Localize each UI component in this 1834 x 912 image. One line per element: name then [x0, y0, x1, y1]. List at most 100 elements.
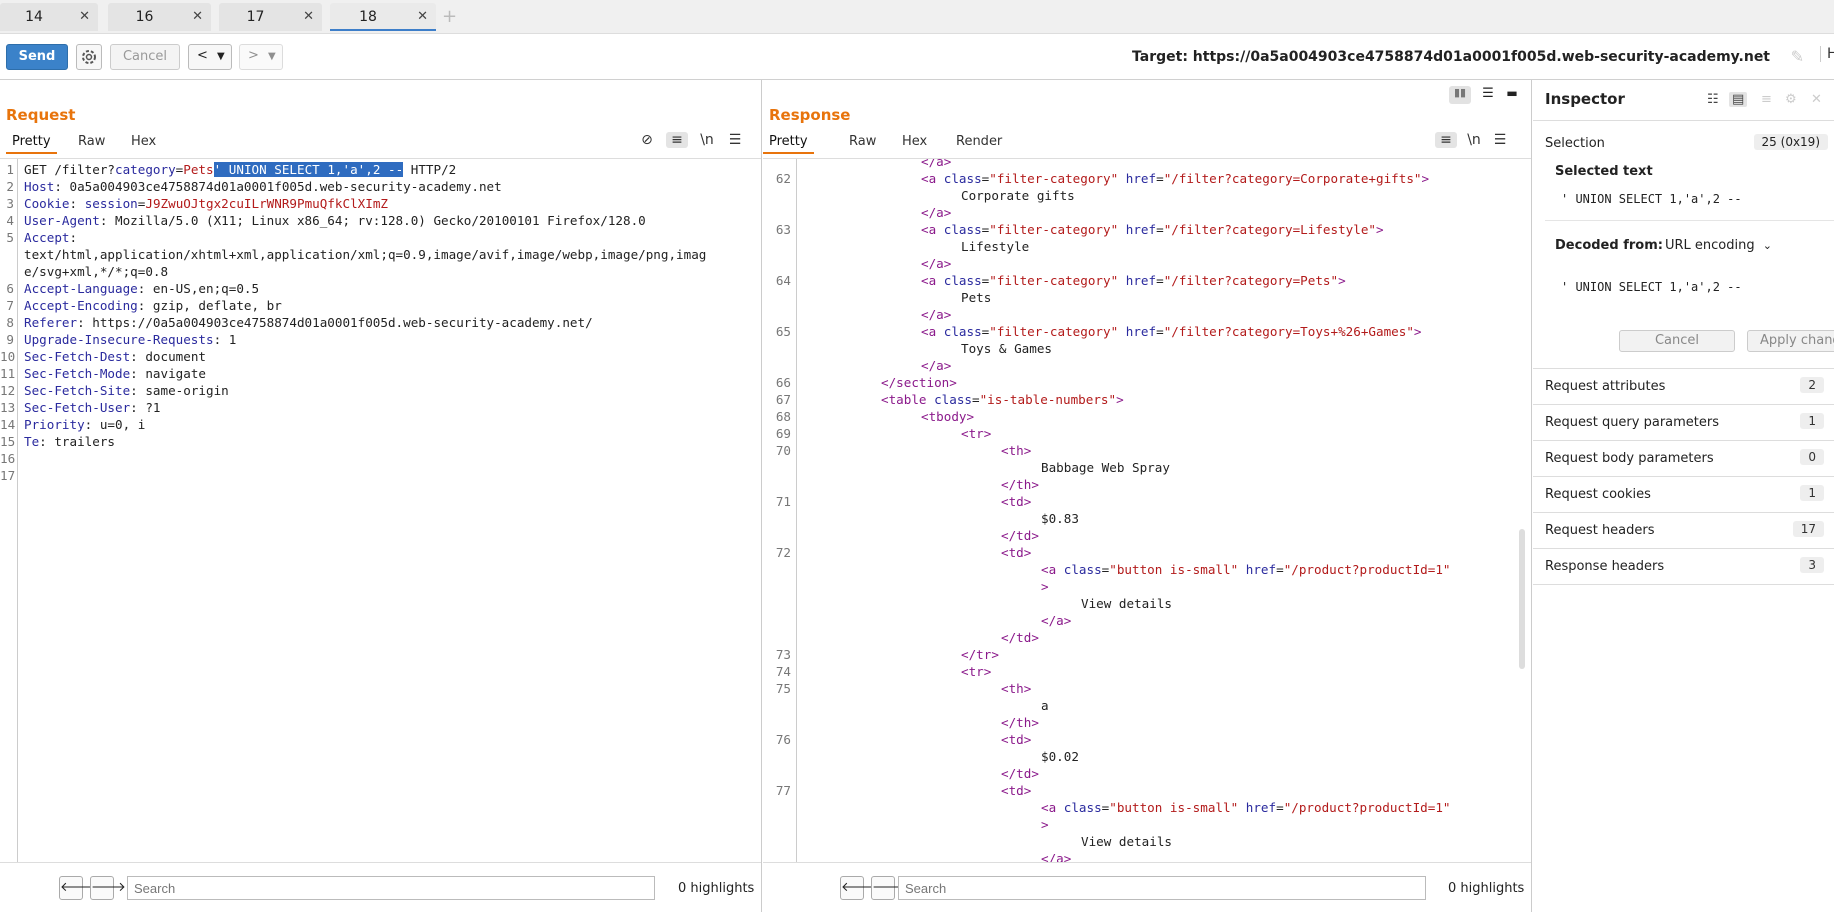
cookie-name: session	[84, 196, 138, 211]
target-url[interactable]: Target: https://0a5a004903ce4758874d01a0…	[1132, 49, 1770, 65]
tab-raw[interactable]: Raw	[849, 134, 877, 149]
cancel-button[interactable]: Cancel	[110, 44, 180, 70]
repeater-tab-16[interactable]: 16 ✕	[108, 3, 211, 31]
search-input[interactable]	[127, 876, 655, 900]
tag-open: <a	[1041, 562, 1057, 577]
attr-value: "button is-small"	[1109, 562, 1239, 577]
menu-icon[interactable]: ☰	[1493, 132, 1507, 148]
line-number: 71	[775, 494, 791, 509]
response-title: Response	[769, 106, 851, 124]
attr-name: href	[1238, 562, 1277, 577]
chevron-left-icon: <	[197, 48, 208, 63]
line-number: 7	[6, 298, 14, 313]
edit-pencil-icon[interactable]: ✎	[1790, 47, 1804, 66]
close-tab-icon[interactable]: ✕	[79, 9, 90, 24]
layout-single-icon[interactable]: ▬	[1506, 86, 1518, 100]
cookie-value: J9ZwuOJtgx2cuILrWNR9PmuQfkClXImZ	[145, 196, 388, 211]
header-colon: :	[130, 349, 138, 364]
text-node: Babbage Web Spray	[1041, 460, 1170, 475]
newline-icon[interactable]: \n	[1467, 132, 1481, 148]
layout-columns-icon[interactable]: ▮▮	[1449, 86, 1471, 104]
layout-rows-icon[interactable]: ☰	[1482, 86, 1494, 101]
repeater-tab-18[interactable]: 18 ✕	[330, 3, 436, 31]
http-version: HTTP/2	[403, 162, 457, 177]
response-scrollbar[interactable]	[1519, 529, 1525, 669]
attr-value: "filter-category"	[989, 324, 1119, 339]
dropdown-arrow-icon[interactable]: ▼	[268, 51, 276, 62]
line-number: 10	[0, 349, 16, 364]
repeater-tab-14[interactable]: 14 ✕	[0, 3, 98, 31]
list-view-icon[interactable]: ☷	[1707, 92, 1719, 107]
tab-pretty[interactable]: Pretty	[6, 130, 57, 154]
inspector-row-count: 3	[1800, 557, 1824, 573]
search-input[interactable]	[898, 876, 1426, 900]
send-button[interactable]: Send	[6, 44, 68, 70]
html-tag: <td>	[1001, 545, 1032, 560]
attr-eq: =	[972, 392, 980, 407]
selected-payload[interactable]: ' UNION SELECT 1,'a',2 --	[213, 162, 404, 177]
code-line: text/html,application/xhtml+xml,applicat…	[24, 246, 706, 263]
tab-pretty[interactable]: Pretty	[763, 130, 814, 154]
inspector-row-response-headers[interactable]: Response headers 3	[1533, 549, 1834, 585]
close-tab-icon[interactable]: ✕	[192, 9, 203, 24]
line-number: 2	[6, 179, 14, 194]
repeater-tab-17[interactable]: 17 ✕	[219, 3, 322, 31]
code-line: </td>	[1001, 629, 1039, 646]
attr-value: "is-table-numbers"	[979, 392, 1117, 407]
word-wrap-icon[interactable]: ≡	[666, 132, 688, 148]
settings-gear-icon[interactable]	[76, 44, 102, 70]
header-colon: :	[69, 230, 78, 245]
decoding-type-select[interactable]: URL encoding ⌄	[1665, 238, 1772, 253]
menu-icon[interactable]: ☰	[728, 132, 742, 148]
apply-changes-button[interactable]: Apply changes	[1747, 330, 1834, 352]
dropdown-arrow-icon[interactable]: ▼	[217, 51, 225, 62]
header-name: Upgrade-Insecure-Requests	[24, 332, 214, 347]
http-toggle-label[interactable]: H	[1820, 46, 1834, 62]
response-editor[interactable]: </a> 62 <a class="filter-category" href="/…	[763, 158, 1531, 862]
search-next-icon[interactable]: 🡒	[871, 876, 907, 900]
add-tab-icon[interactable]: +	[442, 6, 458, 27]
tab-raw[interactable]: Raw	[78, 134, 106, 149]
word-wrap-icon[interactable]: ≡	[1435, 132, 1457, 148]
header-value: same-origin	[137, 383, 229, 398]
history-forward-button[interactable]: > ▼	[239, 44, 283, 70]
header-colon: :	[130, 366, 138, 381]
decoded-text-value[interactable]: ' UNION SELECT 1,'a',2 --	[1561, 280, 1742, 294]
panel-view-icon[interactable]: ▤	[1729, 92, 1748, 107]
newline-icon[interactable]: \n	[700, 132, 714, 148]
code-line: View details	[1081, 833, 1172, 850]
history-back-button[interactable]: < ▼	[188, 44, 232, 70]
code-line: <a class="filter-category" href="/filter…	[921, 323, 1422, 340]
search-prev-icon[interactable]: 🡐	[840, 876, 876, 900]
settings-gear-icon[interactable]: ⚙	[1785, 92, 1797, 107]
repeater-toolbar: Send Cancel < ▼ > ▼ Target: https://0a5a…	[0, 34, 1834, 80]
close-tab-icon[interactable]: ✕	[303, 9, 314, 24]
inspector-cancel-button[interactable]: Cancel	[1619, 330, 1735, 352]
html-tag: <th>	[1001, 681, 1032, 696]
inspector-row-label: Response headers	[1545, 559, 1665, 574]
hide-nonprintable-icon[interactable]: ⊘	[641, 132, 653, 148]
close-icon[interactable]: ✕	[1811, 92, 1822, 107]
code-line: </th>	[1001, 714, 1039, 731]
close-tab-icon[interactable]: ✕	[417, 9, 428, 24]
align-icon[interactable]: ≡	[1761, 92, 1772, 107]
tab-hex[interactable]: Hex	[902, 134, 928, 149]
tab-hex[interactable]: Hex	[131, 134, 157, 149]
search-next-icon[interactable]: 🡒	[90, 876, 126, 900]
search-prev-icon[interactable]: 🡐	[59, 876, 95, 900]
line-number: 68	[775, 409, 791, 424]
selected-text-value[interactable]: ' UNION SELECT 1,'a',2 --	[1561, 192, 1742, 206]
html-tag: </th>	[1001, 477, 1039, 492]
line-number: 62	[775, 171, 791, 186]
text-node: $0.02	[1041, 749, 1079, 764]
tab-render[interactable]: Render	[956, 134, 1003, 149]
code-line: </a>	[921, 357, 951, 374]
cookie-equals: =	[137, 196, 146, 211]
